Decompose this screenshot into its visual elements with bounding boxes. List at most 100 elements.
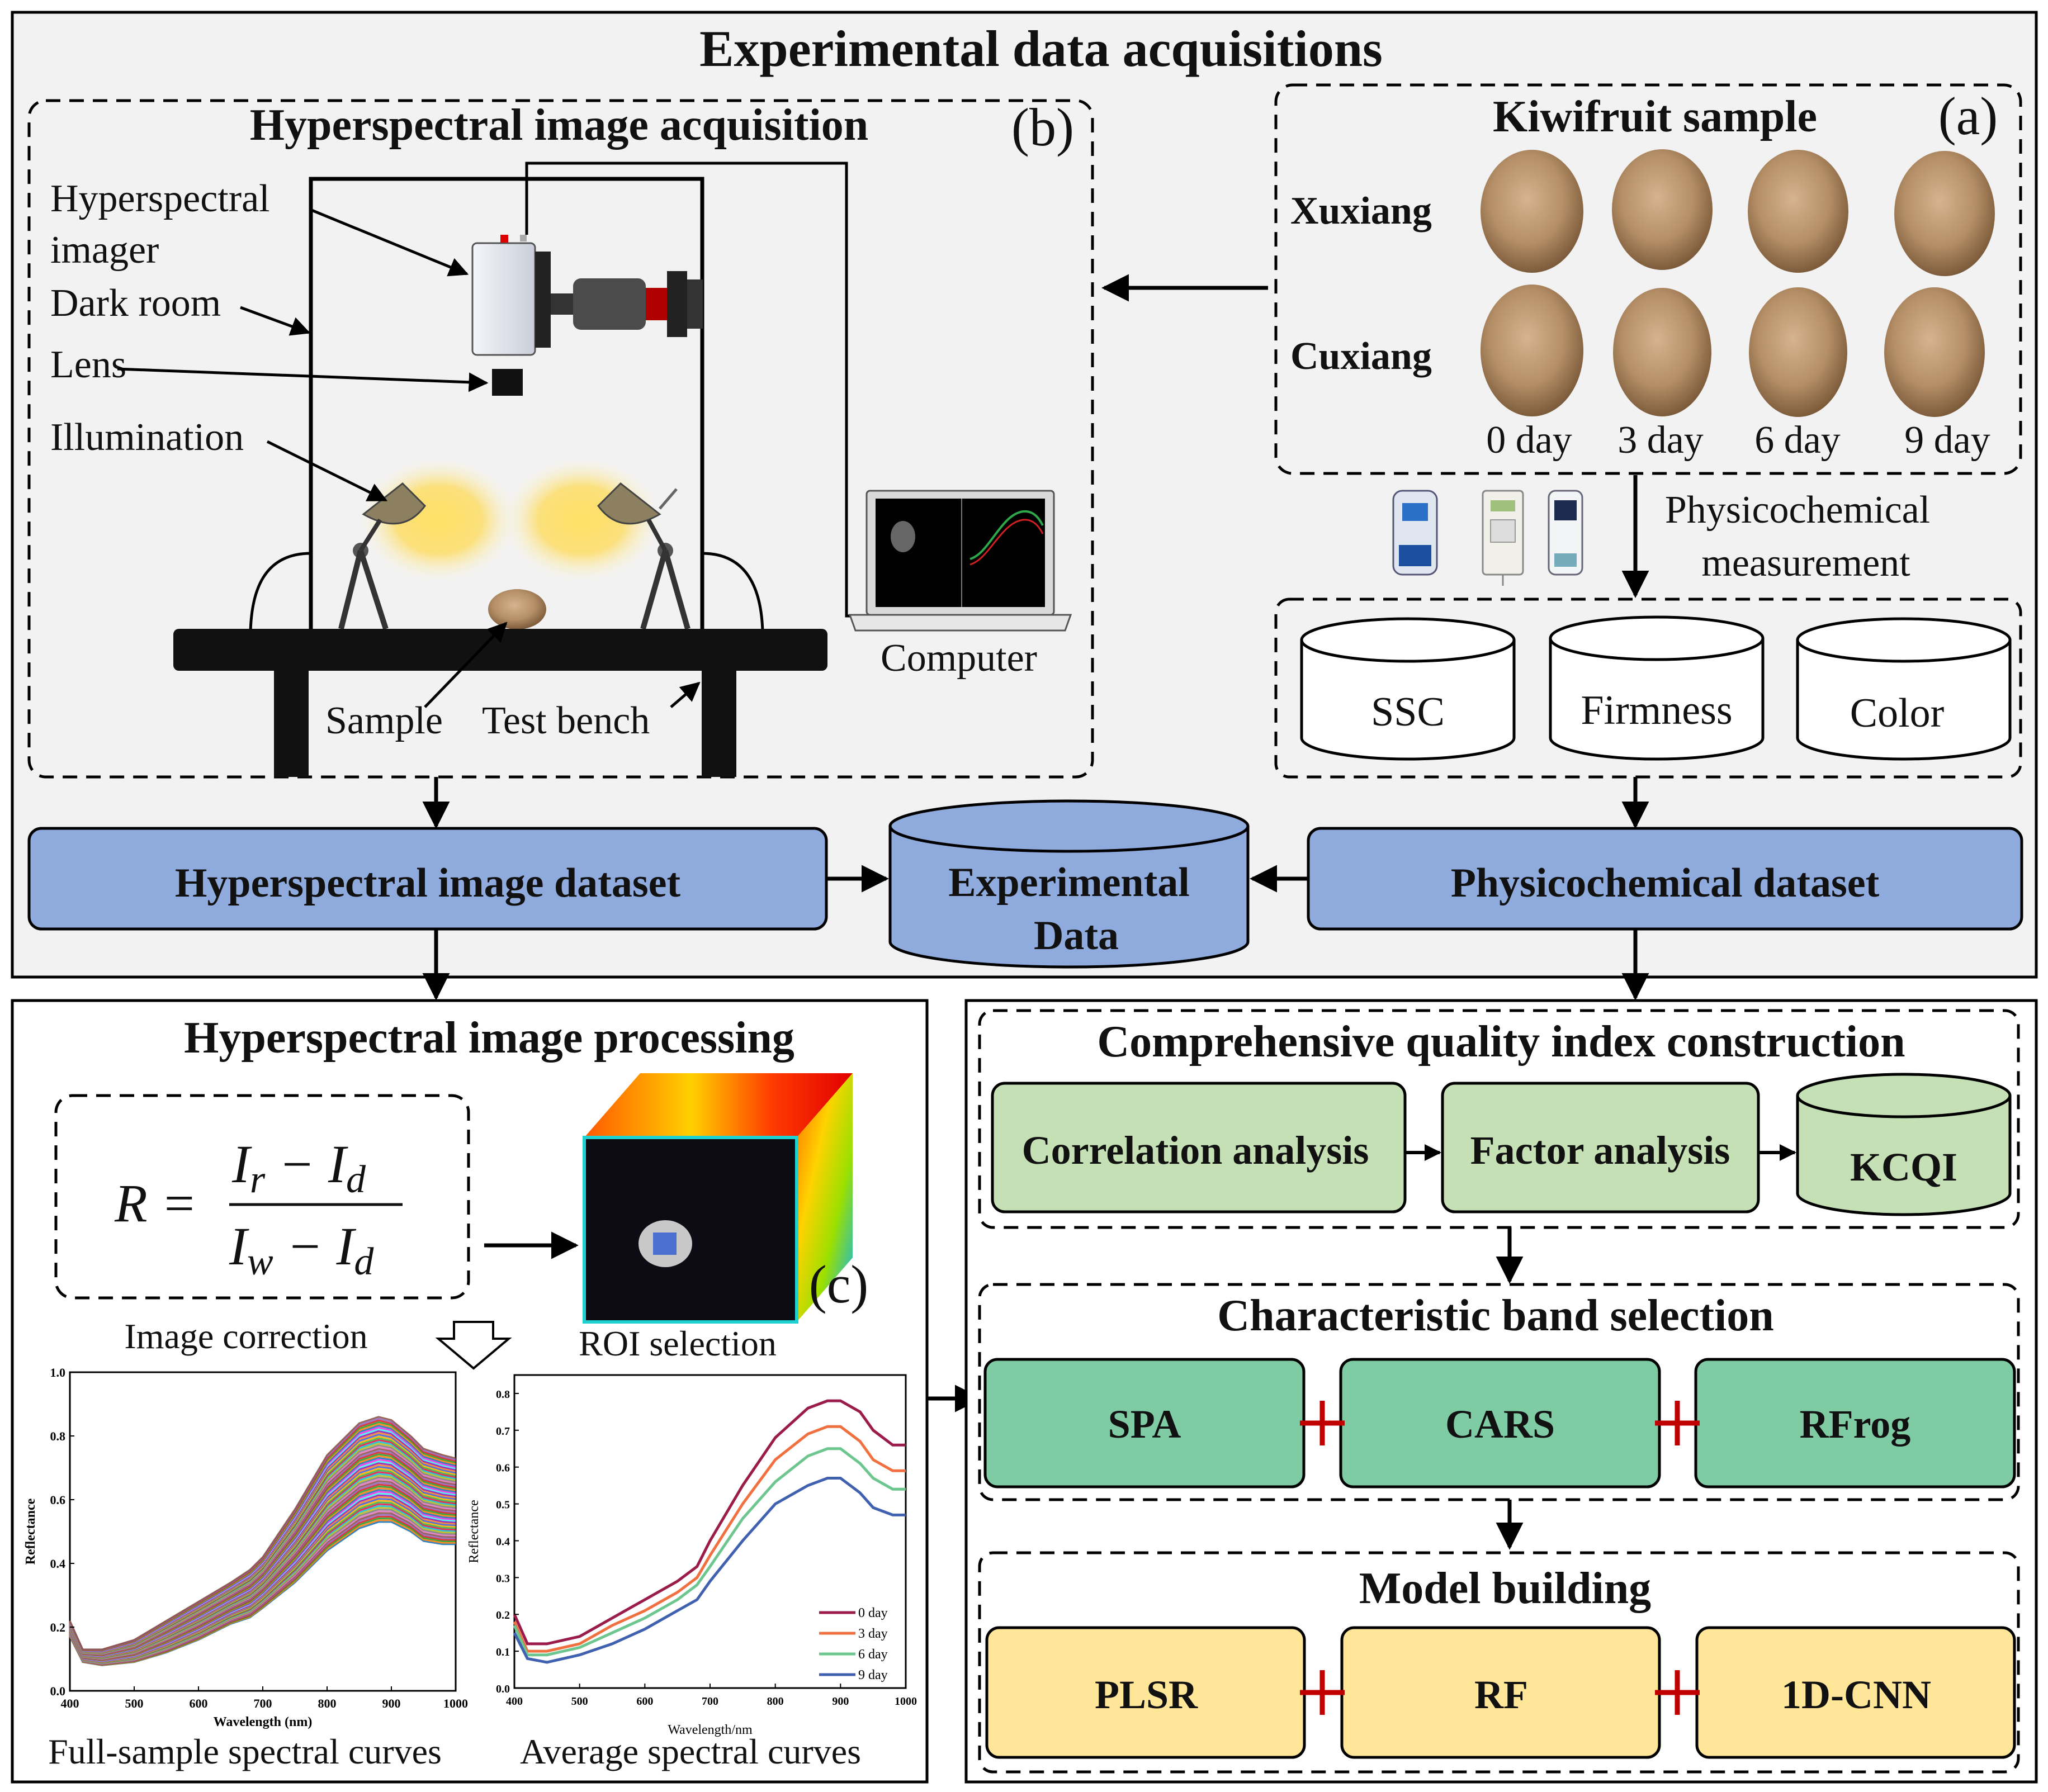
label-hyperspectral-imager-line1: Hyperspectral xyxy=(50,177,270,220)
x-tick-label: 900 xyxy=(382,1696,401,1710)
panel-tag-b: (b) xyxy=(1011,97,1074,157)
kiwifruit-grid xyxy=(1481,149,1995,417)
index-firmness: Firmness xyxy=(1581,688,1732,733)
model-building-panel xyxy=(978,1551,2020,1774)
index-ssc: SSC xyxy=(1371,689,1445,735)
test-bench-leg-right xyxy=(702,671,736,777)
pointer-dark-room xyxy=(240,306,311,336)
kcqi-cylinder xyxy=(1796,1073,2012,1216)
physicochemical-dataset-label: Physicochemical dataset xyxy=(1451,860,1880,906)
sample-kiwifruit xyxy=(488,589,546,629)
label-dark-room: Dark room xyxy=(50,282,221,325)
physicochemical-label-line2: measurement xyxy=(1701,542,1910,585)
cqi-panel xyxy=(978,1009,2020,1229)
band-selection-panel xyxy=(978,1283,2020,1501)
x-tick-label: 400 xyxy=(61,1696,79,1710)
test-bench-leg-left xyxy=(274,671,309,777)
panel-tag-c: (c) xyxy=(809,1254,869,1314)
pointer-sample xyxy=(424,622,508,708)
average-curves xyxy=(513,1399,906,1664)
label-lens: Lens xyxy=(50,343,126,386)
experimental-data-cylinder xyxy=(888,799,1250,969)
curtain-left xyxy=(249,552,311,632)
x-tick-label: 600 xyxy=(636,1695,653,1708)
chart1-ylabel: Reflectance xyxy=(23,1498,38,1565)
formula-numerator: Ir − Id xyxy=(231,1134,366,1201)
reflectance-correction-formula: R = Ir − Id Iw − Id xyxy=(114,1134,403,1283)
instrument-refractometer-icon xyxy=(1392,490,1438,576)
formula-box xyxy=(54,1094,470,1300)
processing-title: Hyperspectral image processing xyxy=(184,1013,794,1063)
spectral-curve xyxy=(69,1416,456,1651)
y-tick-label: 0.3 xyxy=(496,1572,510,1585)
correlation-analysis-box xyxy=(991,1082,1407,1213)
chart2-legend: 0 day 3 day 6 day 9 day xyxy=(819,1606,888,1682)
experimental-data-line2: Data xyxy=(1034,913,1119,959)
caption-average: Average spectral curves xyxy=(520,1732,861,1771)
kcqi-label: KCQI xyxy=(1850,1145,1957,1189)
cylinder-firmness xyxy=(1549,615,1765,761)
plus-icon-model-2 xyxy=(1655,1670,1700,1715)
pointer-imager xyxy=(310,208,469,277)
day-label-0: 0 day xyxy=(1486,419,1572,462)
day-label-9: 9 day xyxy=(1904,419,1990,462)
hsi-acquisition-panel xyxy=(27,99,1094,779)
factor-analysis-box xyxy=(1441,1082,1760,1213)
x-tick-label: 500 xyxy=(125,1696,144,1710)
cars-label: CARS xyxy=(1445,1402,1555,1447)
chart2-xlabel: Wavelength/nm xyxy=(668,1723,753,1737)
pointer-test-bench xyxy=(670,681,701,708)
kiwifruit-sample-panel xyxy=(1274,83,2022,475)
y-tick-label: 0.8 xyxy=(496,1388,510,1401)
chart1-xlabel: Wavelength (nm) xyxy=(214,1715,313,1729)
pointer-illumination xyxy=(266,440,388,502)
spa-label: SPA xyxy=(1108,1402,1181,1447)
rf-label: RF xyxy=(1474,1672,1528,1717)
x-tick-label: 900 xyxy=(832,1695,849,1708)
x-tick-label: 800 xyxy=(318,1696,337,1710)
x-tick-label: 400 xyxy=(506,1695,523,1708)
cnn-label: 1D-CNN xyxy=(1781,1672,1931,1717)
x-tick-label: 500 xyxy=(571,1695,588,1708)
plus-icon-model-1 xyxy=(1300,1670,1345,1715)
top-section-title: Experimental data acquisitions xyxy=(699,20,1383,77)
model-building-title: Model building xyxy=(1359,1564,1651,1613)
full-sample-curves xyxy=(69,1416,456,1666)
y-tick-label: 0.4 xyxy=(50,1557,66,1571)
y-tick-label: 0.0 xyxy=(496,1683,510,1695)
cylinder-ssc xyxy=(1300,617,1516,761)
y-tick-label: 0.7 xyxy=(496,1425,510,1438)
day-label-3: 3 day xyxy=(1617,419,1704,462)
chart2-ylabel: Reflectance xyxy=(467,1500,481,1563)
plus-icon-band-2 xyxy=(1655,1401,1700,1445)
legend-label: 3 day xyxy=(858,1627,888,1641)
y-tick-label: 0.2 xyxy=(496,1609,510,1622)
label-sample: Sample xyxy=(325,699,443,742)
variety-label-cuxiang: Cuxiang xyxy=(1290,335,1432,378)
formula-lhs: R = xyxy=(114,1173,197,1233)
variety-label-xuxiang: Xuxiang xyxy=(1290,189,1432,233)
y-tick-label: 0.0 xyxy=(50,1684,66,1698)
legend-label: 6 day xyxy=(858,1647,888,1662)
lens xyxy=(492,369,523,396)
legend-label: 9 day xyxy=(858,1668,888,1682)
x-tick-label: 700 xyxy=(702,1695,718,1708)
legend-label: 0 day xyxy=(858,1606,888,1620)
label-computer: Computer xyxy=(881,637,1037,680)
average-curve-1 xyxy=(513,1425,906,1653)
label-illumination: Illumination xyxy=(50,416,244,459)
pointer-lens xyxy=(117,367,489,392)
day-label-6: 6 day xyxy=(1754,419,1841,462)
index-color: Color xyxy=(1850,690,1945,736)
y-tick-label: 0.5 xyxy=(496,1499,510,1511)
physicochemical-label-line1: Physicochemical xyxy=(1665,489,1930,532)
hyperspectral-imager xyxy=(471,235,703,356)
formula-denominator: Iw − Id xyxy=(229,1216,374,1283)
lamp-left xyxy=(338,482,426,630)
experimental-data-line1: Experimental xyxy=(948,860,1190,906)
correlation-analysis-label: Correlation analysis xyxy=(1022,1128,1369,1173)
band-selection-title: Characteristic band selection xyxy=(1217,1291,1773,1340)
y-tick-label: 0.1 xyxy=(496,1646,510,1658)
caption-full-sample: Full-sample spectral curves xyxy=(48,1732,442,1771)
